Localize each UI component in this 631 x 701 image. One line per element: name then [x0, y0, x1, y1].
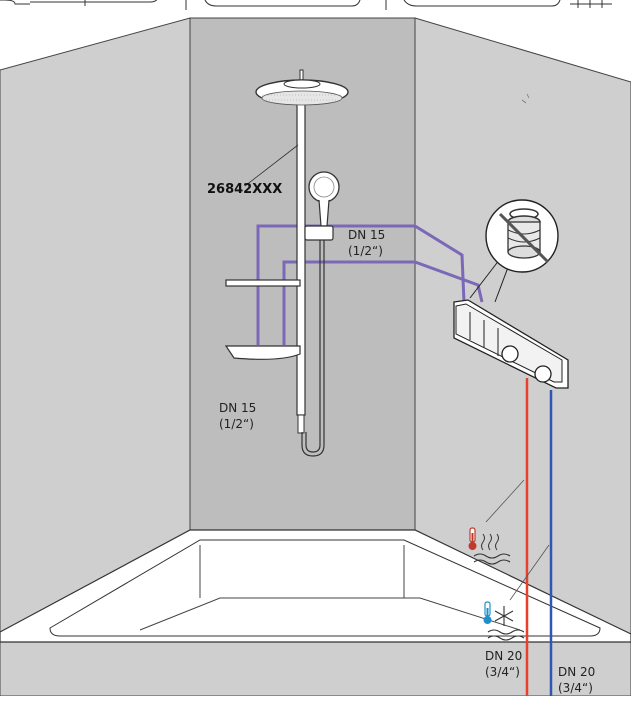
seal-detail-callout	[469, 199, 559, 303]
top-cropped-frames	[0, 0, 612, 10]
dn20-hot-size-label: DN 20	[485, 649, 522, 663]
shower-rail	[296, 69, 306, 434]
thermostat-panel	[453, 299, 569, 389]
overhead-shower-head	[255, 79, 349, 106]
dn15-lower-inch-label: (1/2“)	[219, 417, 254, 431]
product-code-leader	[244, 144, 299, 187]
dn20-cold-inch-label: (3/4“)	[558, 681, 593, 695]
dn15-upper-inch-label: (1/2“)	[348, 244, 383, 258]
product-code-label: 26842XXX	[207, 182, 282, 197]
dn20-cold-size-label: DN 20	[558, 665, 595, 679]
cold-water-icon	[483, 601, 525, 641]
hot-water-icon	[468, 527, 511, 565]
hot-icon-leader	[485, 479, 525, 523]
left-wall	[0, 17, 191, 637]
dn15-lower-size-label: DN 15	[219, 401, 256, 415]
right-wall-marks	[521, 93, 530, 104]
hand-shower	[301, 171, 340, 457]
dn20-hot-inch-label: (3/4“)	[485, 665, 520, 679]
seal-detail-icon	[498, 208, 550, 264]
snowflake-icon	[494, 606, 514, 626]
upper-shelf	[225, 279, 301, 287]
lower-shelf	[224, 345, 301, 360]
right-wall	[414, 17, 631, 637]
dn15-upper-size-label: DN 15	[348, 228, 385, 242]
cold-icon-leader	[509, 544, 550, 601]
floor	[0, 641, 631, 697]
bathtub	[0, 529, 631, 643]
purple-pipes	[256, 224, 484, 345]
